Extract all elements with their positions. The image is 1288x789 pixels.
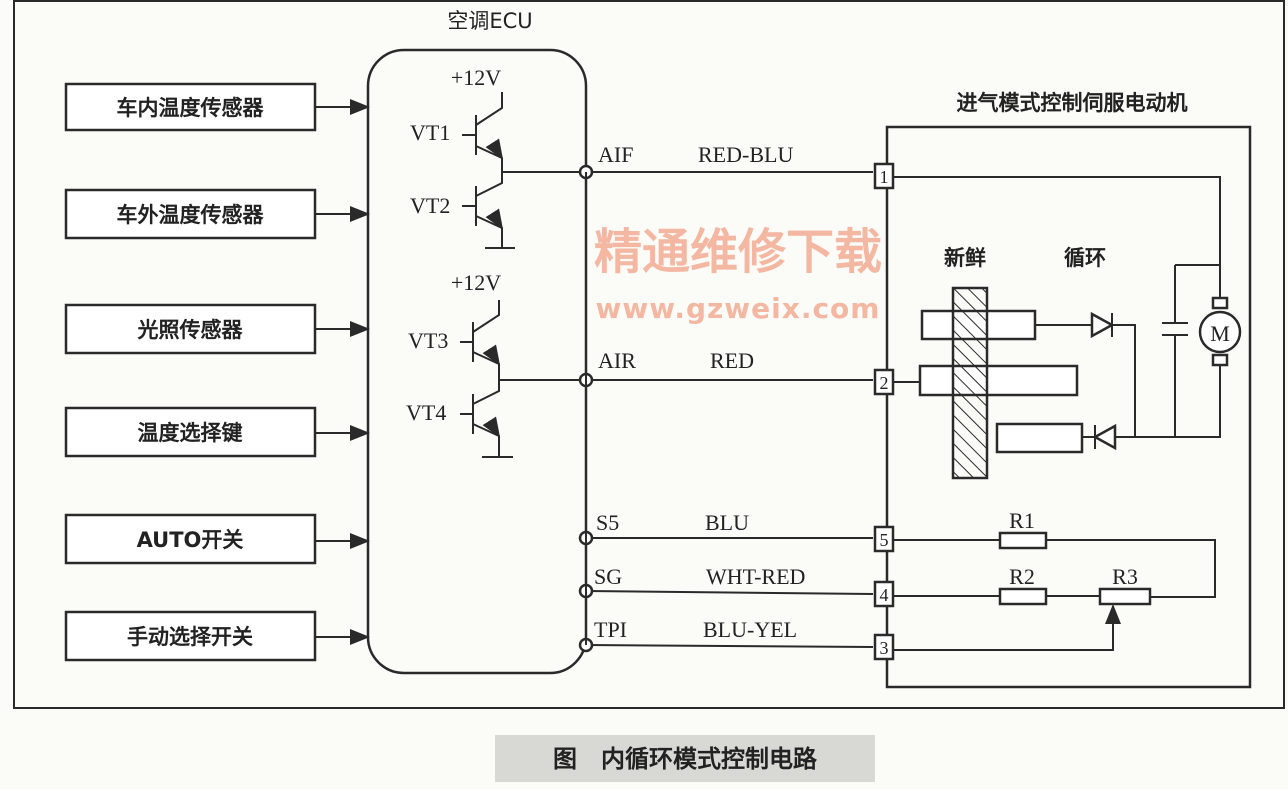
svg-text:3: 3 xyxy=(880,638,889,658)
svg-text:1: 1 xyxy=(880,167,889,187)
motor-symbol: M xyxy=(1198,296,1242,367)
wire-tpi: TPI BLU-YEL xyxy=(578,617,874,653)
svg-text:4: 4 xyxy=(880,585,889,605)
outer-frame xyxy=(13,0,1285,709)
ac-ecu: 空调ECU +12V +12V VT1 VT2 VT3 VT4 xyxy=(366,9,588,675)
svg-text:车内温度传感器: 车内温度传感器 xyxy=(117,96,265,120)
input-auto-switch: AUTO开关 xyxy=(64,513,370,565)
svg-text:精通维修下载: 精通维修下载 xyxy=(594,224,882,280)
svg-text:BLU: BLU xyxy=(705,510,749,535)
input-sunlight-sensor: 光照传感器 xyxy=(64,303,370,355)
watermark: 精通维修下载 www.gzweix.com xyxy=(594,224,882,325)
resistor-r3-potentiometer: R3 xyxy=(1098,564,1152,606)
transistor-vt2: VT2 xyxy=(410,172,515,249)
supply-label: +12V xyxy=(451,65,501,90)
wire-sg: SG WHT-RED xyxy=(578,564,874,599)
fresh-label: 新鲜 xyxy=(944,246,986,270)
svg-text:RED: RED xyxy=(710,348,754,373)
resistor-r2: R2 xyxy=(998,564,1048,606)
svg-text:R2: R2 xyxy=(1009,564,1035,589)
svg-text:R1: R1 xyxy=(1009,508,1035,533)
input-outside-temp-sensor: 车外温度传感器 xyxy=(64,188,370,240)
svg-text:VT3: VT3 xyxy=(408,328,448,353)
input-blocks: 车内温度传感器 车外温度传感器 光照传感器 温度选择键 AUTO开关 手动选择开… xyxy=(64,82,370,662)
svg-text:AIF: AIF xyxy=(598,142,633,167)
svg-text:车外温度传感器: 车外温度传感器 xyxy=(117,203,265,227)
svg-text:手动选择开关: 手动选择开关 xyxy=(127,625,253,649)
svg-text:BLU-YEL: BLU-YEL xyxy=(703,617,797,642)
supply-label: +12V xyxy=(451,270,501,295)
svg-text:WHT-RED: WHT-RED xyxy=(706,564,805,589)
svg-text:R3: R3 xyxy=(1112,564,1138,589)
contact-plate-middle xyxy=(918,364,1079,397)
diode-lower xyxy=(1092,423,1117,451)
svg-text:5: 5 xyxy=(880,530,889,550)
input-inside-temp-sensor: 车内温度传感器 xyxy=(64,82,370,132)
svg-text:S5: S5 xyxy=(596,510,619,535)
moving-contact-hatched xyxy=(951,286,989,480)
transistor-vt4: VT4 xyxy=(406,380,513,458)
motor-unit-title: 进气模式控制伺服电动机 xyxy=(957,91,1188,115)
intake-servo-motor-unit: 进气模式控制伺服电动机 1 2 5 4 3 新鲜 循环 M R1 R2 R3 xyxy=(873,91,1252,689)
diode-upper xyxy=(1090,311,1115,339)
svg-text:温度选择键: 温度选择键 xyxy=(138,421,243,445)
svg-text:光照传感器: 光照传感器 xyxy=(137,318,244,342)
svg-text:图 内循环模式控制电路: 图 内循环模式控制电路 xyxy=(553,745,818,773)
transistor-vt1: VT1 xyxy=(410,92,504,172)
recirc-label: 循环 xyxy=(1064,246,1106,270)
wire-air: AIR RED xyxy=(578,348,873,388)
svg-text:TPI: TPI xyxy=(594,617,627,642)
resistor-r1: R1 xyxy=(998,508,1048,550)
svg-text:RED-BLU: RED-BLU xyxy=(698,142,793,167)
svg-text:SG: SG xyxy=(594,564,622,589)
svg-text:M: M xyxy=(1210,321,1230,346)
contact-plate-lower xyxy=(995,422,1084,454)
wire-s5: S5 BLU xyxy=(578,510,873,546)
svg-text:2: 2 xyxy=(880,373,889,393)
transistor-vt3: VT3 xyxy=(408,300,501,380)
wire-aif: AIF RED-BLU xyxy=(578,142,873,180)
svg-text:www.gzweix.com: www.gzweix.com xyxy=(596,292,881,325)
wiring: AIF RED-BLU AIR RED S5 BLU SG WHT-RED TPI BLU… xyxy=(578,142,874,653)
svg-text:VT4: VT4 xyxy=(406,400,446,425)
svg-text:AUTO开关: AUTO开关 xyxy=(137,528,244,552)
svg-text:VT1: VT1 xyxy=(410,120,450,145)
figure-caption: 图 内循环模式控制电路 xyxy=(495,735,875,782)
svg-text:VT2: VT2 xyxy=(410,193,450,218)
input-manual-switch: 手动选择开关 xyxy=(64,610,370,662)
ecu-title: 空调ECU xyxy=(447,9,532,33)
capacitor-symbol xyxy=(1162,265,1188,437)
svg-text:AIR: AIR xyxy=(598,348,636,373)
input-temp-select-key: 温度选择键 xyxy=(64,406,370,458)
